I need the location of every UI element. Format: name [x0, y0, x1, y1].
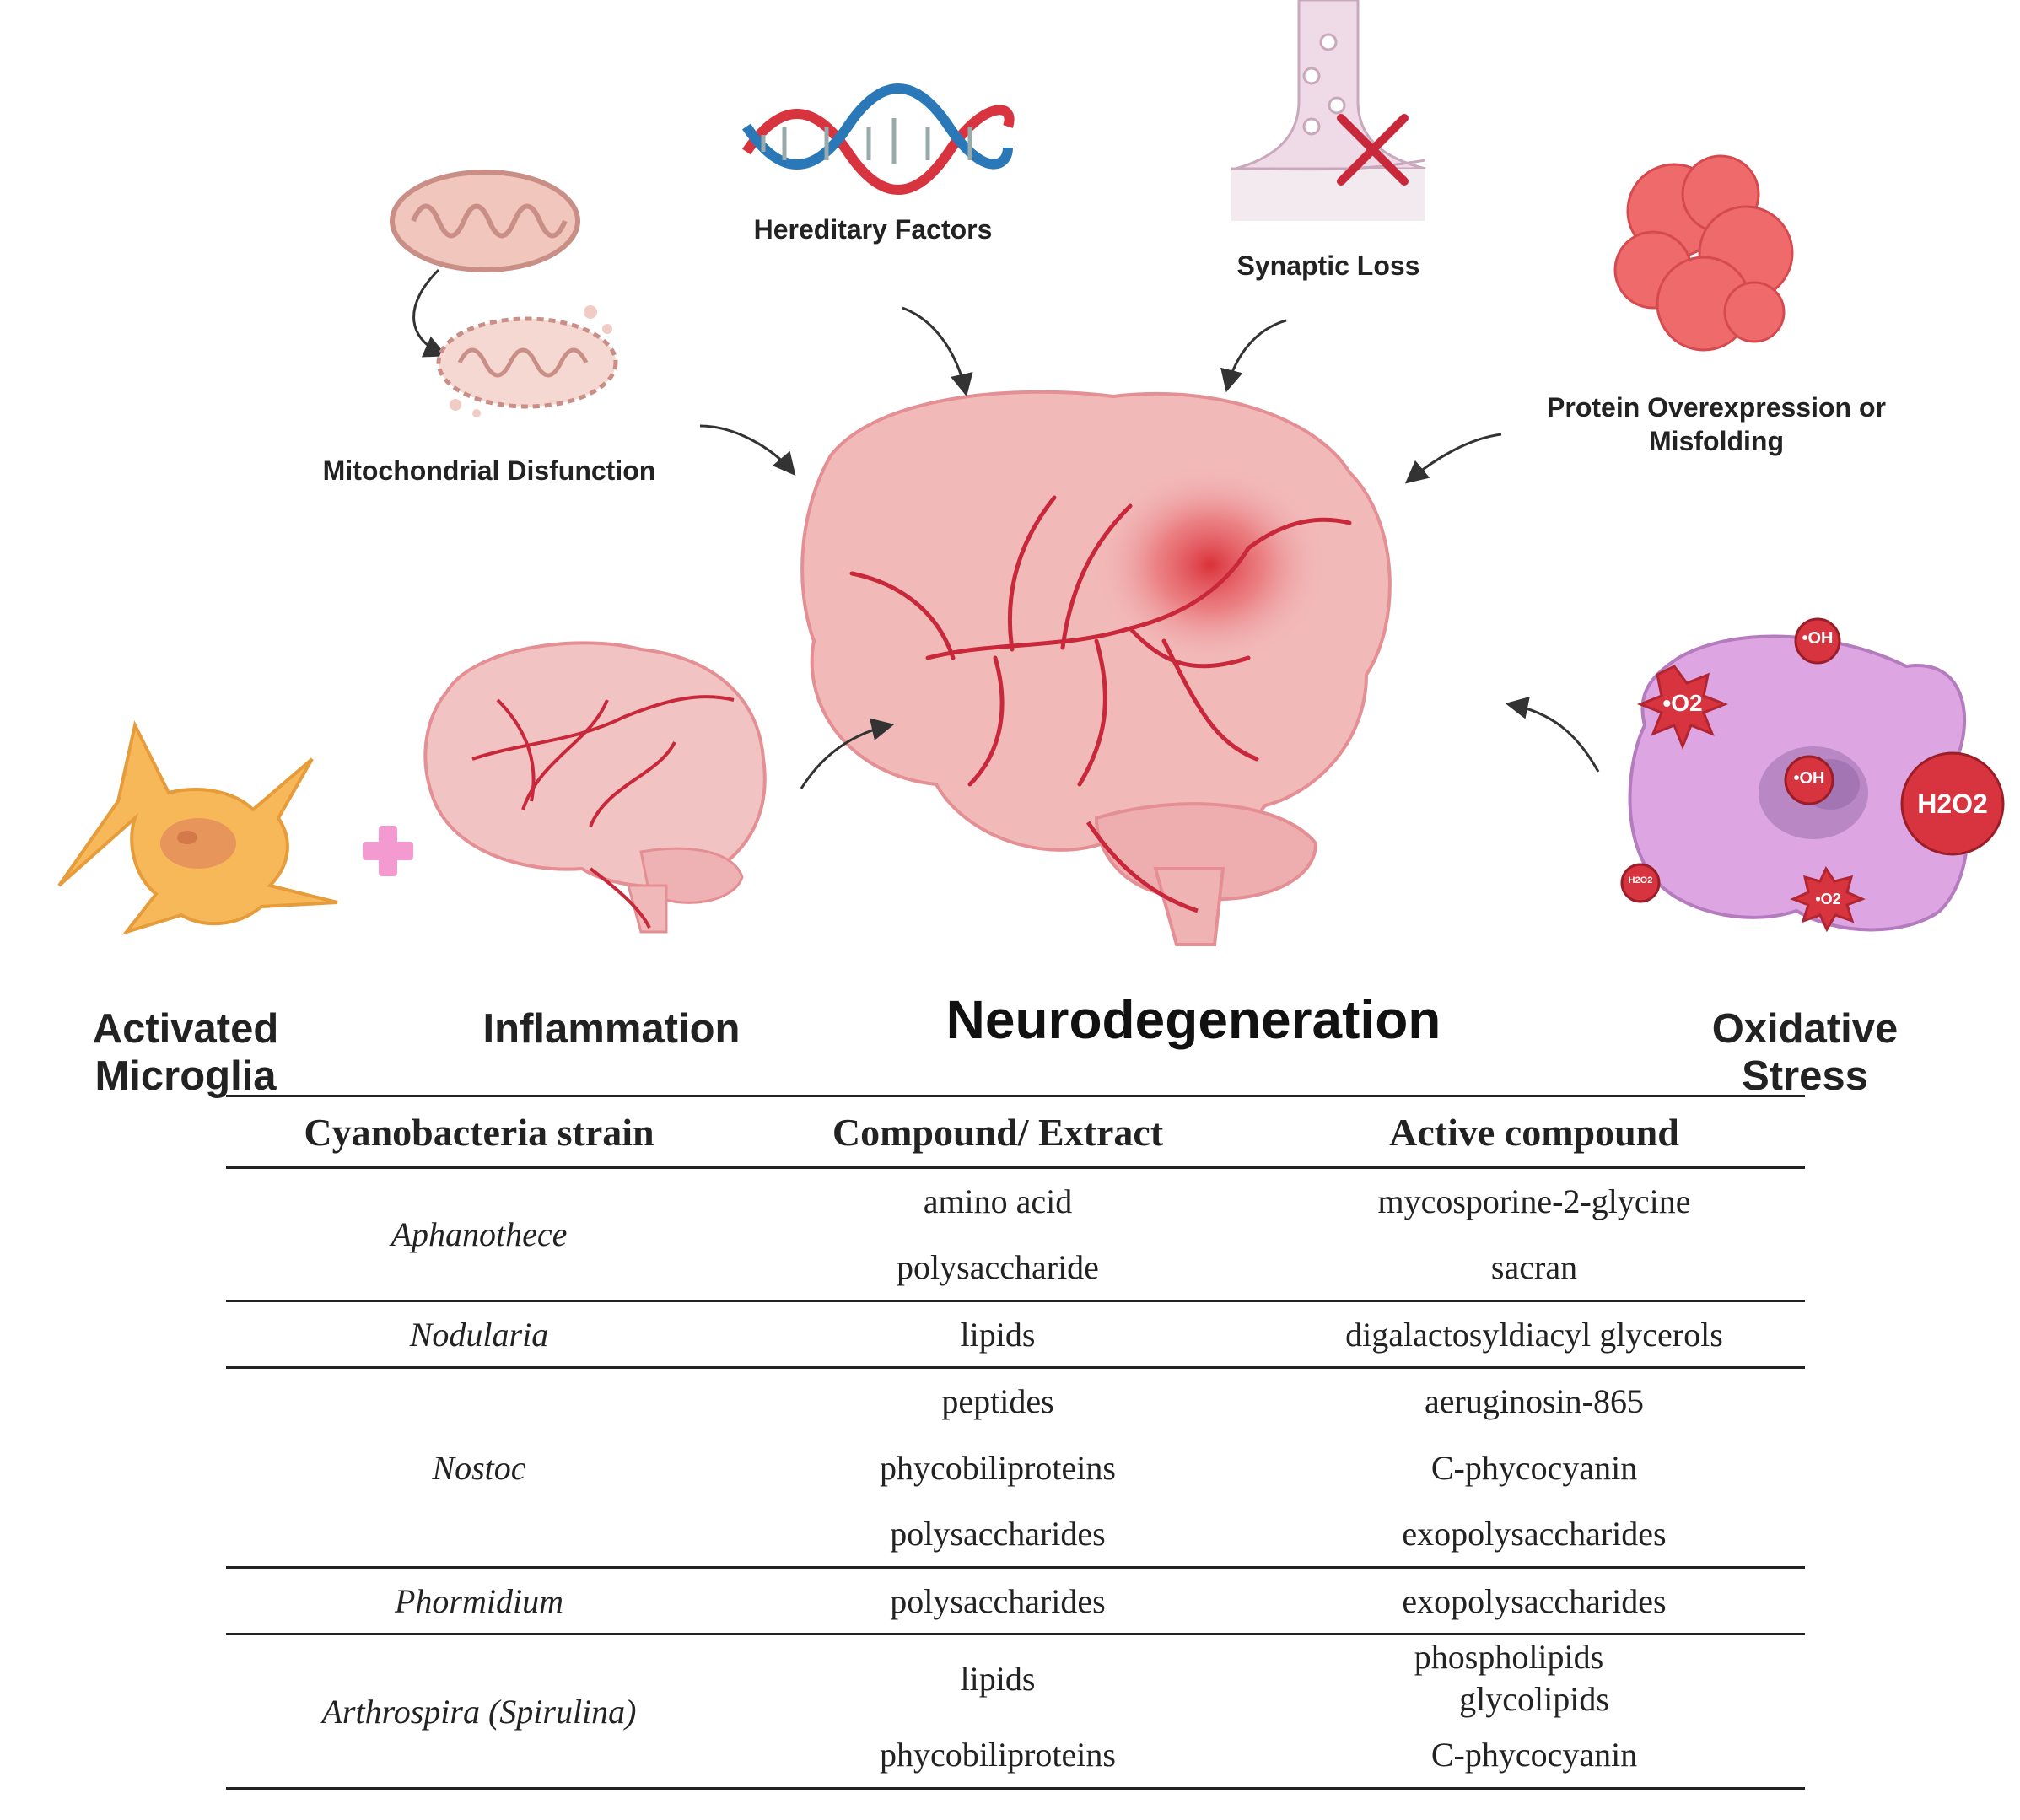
table-row: Phormidium polysaccharides exopolysaccha… — [226, 1568, 1805, 1634]
diagram-illustration — [57, 0, 2005, 946]
header-strain: Cyanobacteria strain — [304, 1110, 654, 1154]
cyanobacteria-table: Cyanobacteria strain Compound/ Extract A… — [226, 1095, 1805, 1790]
protein-misfolding-label: Protein Overexpression or Misfolding — [1510, 390, 1923, 458]
strain-cell: Nodularia — [409, 1315, 549, 1354]
compound-cell: lipids — [960, 1659, 1036, 1698]
ros-molecule-icon — [1620, 617, 2005, 903]
dna-helix-icon — [742, 83, 1015, 195]
ros-superoxide-label: •O2 — [1662, 690, 1703, 716]
synaptic-loss-label: Synaptic Loss — [1236, 250, 1420, 281]
strain-cell: Aphanothece — [391, 1215, 568, 1253]
active-line: glycolipids — [1459, 1680, 1609, 1719]
strain-cell: Phormidium — [395, 1581, 563, 1620]
compound-cell: peptides — [941, 1382, 1054, 1421]
table-row: phycobiliproteins C-phycocyanin — [226, 1435, 1805, 1501]
mitochondria-icon — [390, 170, 618, 417]
compound-cell: amino acid — [923, 1182, 1073, 1221]
compound-cell: phycobiliproteins — [880, 1735, 1116, 1774]
ros-oh-label: •OH — [1802, 629, 1834, 648]
ros-h2o2-label: H2O2 — [1628, 875, 1653, 886]
plus-icon — [363, 826, 413, 876]
compound-cell: polysaccharides — [890, 1514, 1106, 1553]
group-arthrospira: Arthrospira (Spirulina) lipids phospholi… — [226, 1634, 1805, 1789]
group-phormidium: Phormidium polysaccharides exopolysaccha… — [226, 1568, 1805, 1634]
active-cell: exopolysaccharides — [1402, 1581, 1667, 1620]
compound-cell: lipids — [960, 1315, 1036, 1354]
table-row: Arthrospira (Spirulina) lipids phospholi… — [226, 1634, 1805, 1730]
active-cell: sacran — [1490, 1247, 1578, 1286]
hereditary-factors-label: Hereditary Factors — [753, 214, 993, 245]
compound-cell: polysaccharide — [897, 1247, 1099, 1286]
mitochondrial-disfunction-label: Mitochondrial Disfunction — [322, 455, 656, 486]
active-cell: aeruginosin-865 — [1425, 1382, 1644, 1421]
active-cell: C-phycocyanin — [1430, 1448, 1638, 1487]
header-active: Active compound — [1389, 1110, 1679, 1154]
table-row: Nostoc peptides aeruginosin-865 — [226, 1368, 1805, 1486]
strain-cell: Arthrospira (Spirulina) — [321, 1692, 637, 1731]
oxidative-stress-label: Oxidative Stress — [1711, 1006, 1899, 1099]
table-row: polysaccharide sacran — [226, 1235, 1805, 1301]
neurodegeneration-title: Neurodegeneration — [945, 989, 1441, 1050]
table-row: phycobiliproteins C-phycocyanin — [226, 1722, 1805, 1789]
protein-misfolding-line1: Protein Overexpression or — [1547, 392, 1886, 423]
inflamed-brain-icon — [423, 641, 767, 934]
header-compound: Compound/ Extract — [832, 1110, 1164, 1154]
group-nostoc: Nostoc peptides aeruginosin-865 phycobil… — [226, 1368, 1805, 1568]
table-row: Aphanothece amino acid mycosporine-2-gly… — [226, 1168, 1805, 1253]
protein-misfolding-line2: Misfolding — [1649, 426, 1784, 456]
main-brain-icon — [800, 390, 1392, 946]
ros-h2o2-label: H2O2 — [1917, 789, 1988, 819]
table-row: polysaccharides exopolysaccharides — [226, 1501, 1805, 1568]
protein-aggregate-icon — [1613, 154, 1794, 352]
inflammation-label: Inflammation — [482, 1006, 741, 1052]
active-cell: phospholipids glycolipids — [1263, 1634, 1805, 1722]
compound-cell: polysaccharides — [890, 1581, 1106, 1620]
active-cell: exopolysaccharides — [1402, 1514, 1667, 1553]
active-line: phospholipids — [1414, 1638, 1604, 1677]
active-cell: C-phycocyanin — [1430, 1735, 1638, 1774]
group-aphanothece: Aphanothece amino acid mycosporine-2-gly… — [226, 1168, 1805, 1301]
ros-superoxide-label: •O2 — [1815, 891, 1841, 907]
active-cell: mycosporine-2-glycine — [1377, 1182, 1691, 1221]
compound-cell: phycobiliproteins — [880, 1448, 1116, 1487]
synapse-icon — [1231, 0, 1426, 221]
causal-arrows — [699, 306, 1600, 789]
activated-microglia-label: Activated Microglia — [92, 1006, 279, 1099]
group-nodularia: Nodularia lipids digalactosyldiacyl glyc… — [226, 1301, 1805, 1368]
ros-burst-icon — [1636, 665, 1866, 933]
active-cell: digalactosyldiacyl glycerols — [1345, 1315, 1723, 1354]
strain-cell: Nostoc — [432, 1448, 526, 1487]
table-header-row: Cyanobacteria strain Compound/ Extract A… — [226, 1096, 1805, 1168]
table-row: Nodularia lipids digalactosyldiacyl glyc… — [226, 1301, 1805, 1368]
microglia-cell-icon — [57, 720, 338, 935]
ros-oh-label: •OH — [1793, 769, 1825, 788]
